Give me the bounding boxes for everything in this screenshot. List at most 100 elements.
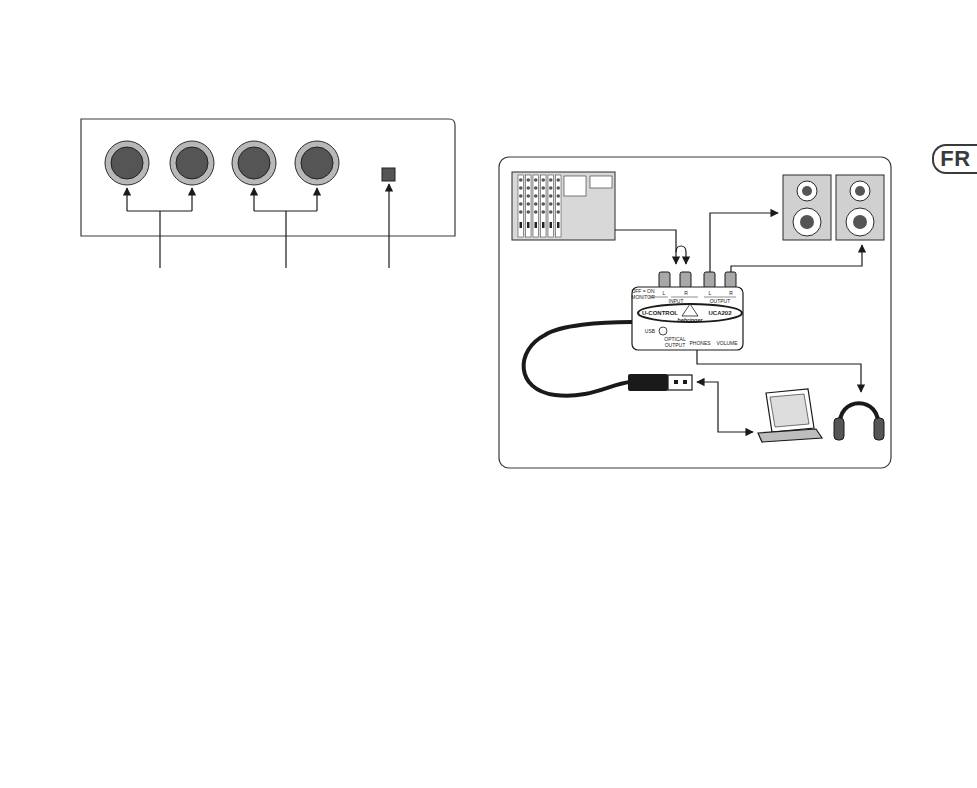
speaker [797, 181, 817, 201]
headphones [874, 418, 884, 440]
mixer [556, 178, 560, 182]
speaker [853, 215, 867, 229]
device-marking: R [729, 291, 733, 296]
speaker [783, 175, 884, 240]
mixer [542, 222, 545, 228]
mixer [526, 194, 530, 198]
device-marking: behringer [677, 318, 702, 324]
mixer [519, 210, 523, 214]
device-marking: L [709, 291, 712, 296]
speaker [855, 186, 865, 196]
leader-lines [159, 211, 160, 268]
mixer [534, 210, 538, 214]
mixer [527, 222, 530, 228]
usb-plug [628, 374, 692, 391]
uca202-interface [725, 272, 736, 288]
mixer [549, 194, 553, 198]
mixer [564, 176, 586, 196]
mixer [541, 186, 545, 190]
rca-jack [238, 147, 270, 179]
speaker [836, 175, 884, 240]
signal-arrows [615, 230, 676, 264]
signal-arrows [710, 213, 778, 272]
laptop [770, 394, 809, 427]
mixer [549, 178, 553, 182]
rca-jack [170, 141, 214, 185]
headphones [834, 403, 884, 440]
speaker [850, 181, 870, 201]
mixer [526, 175, 532, 237]
rca-jack [232, 141, 276, 185]
mixer [549, 202, 553, 206]
speaker [793, 208, 821, 236]
mixer [534, 186, 538, 190]
device-marking: INPUT [669, 299, 684, 304]
language-tab: FR [932, 144, 977, 174]
speaker [783, 175, 831, 240]
mixer [526, 178, 530, 182]
rca-jack [105, 141, 149, 185]
mixer [556, 194, 560, 198]
mixer [590, 176, 612, 188]
mixer [520, 222, 523, 228]
leader-lines [126, 188, 127, 211]
device-marking: PHONES [689, 341, 710, 346]
uca202-interface [680, 272, 691, 288]
mixer [556, 210, 560, 214]
mixer [549, 210, 553, 214]
rear-panel [81, 119, 455, 236]
uca202-interface [649, 297, 736, 298]
leader-lines [191, 188, 192, 211]
usb-plug [628, 374, 668, 391]
mixer [535, 222, 538, 228]
rca-jack [295, 141, 339, 185]
mixer [541, 175, 547, 237]
usb-cable [524, 322, 632, 396]
mixer [533, 175, 539, 237]
mixer [519, 178, 523, 182]
mixer [556, 202, 560, 206]
leader-lines [388, 184, 389, 268]
optical-port [382, 168, 395, 181]
device-marking: VOLUME [716, 341, 737, 346]
speaker [800, 215, 814, 229]
mixer [534, 194, 538, 198]
device-marking: OUTPUT [665, 343, 686, 348]
uca202-interface [659, 272, 670, 288]
laptop [758, 429, 822, 442]
uca202-interface [632, 272, 743, 350]
mixer [534, 202, 538, 206]
leader-lines [316, 188, 317, 211]
rear-panel [81, 119, 455, 236]
device-marking: USB [645, 329, 655, 334]
mixer [526, 202, 530, 206]
rca-jack [176, 147, 208, 179]
mixer [549, 186, 553, 190]
uca202-interface [682, 304, 698, 316]
uca202-interface [632, 287, 743, 350]
device-marking: OUTPUT [710, 299, 731, 304]
device-marking: UCA202 [708, 310, 731, 316]
rca-jack [301, 147, 333, 179]
uca202-interface [704, 272, 715, 288]
device-marking: OPTICAL [664, 337, 685, 342]
mixer [541, 194, 545, 198]
mixer [518, 175, 524, 237]
usb-plug [668, 375, 692, 390]
device-marking: MONITOR [631, 295, 655, 300]
uca202-interface [659, 327, 667, 335]
mixer [550, 222, 553, 228]
signal-arrows [676, 246, 686, 264]
mixer [541, 202, 545, 206]
leader-lines [127, 184, 389, 268]
mixer [519, 186, 523, 190]
signal-arrows [731, 245, 862, 272]
mixer [534, 178, 538, 182]
mixer [526, 210, 530, 214]
leader-lines [253, 188, 254, 211]
mixer [526, 186, 530, 190]
headphones [834, 418, 844, 440]
mixer [519, 202, 523, 206]
mixer [548, 175, 554, 237]
